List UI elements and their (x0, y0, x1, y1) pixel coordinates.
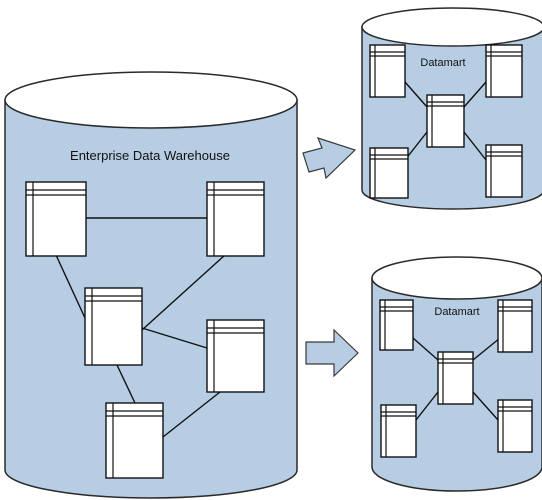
relation-line (463, 81, 487, 108)
warehouse-relationships (55, 217, 226, 438)
table-icon (485, 144, 523, 198)
warehouse-cylinder-top (4, 71, 298, 129)
table-icon (25, 181, 87, 257)
relation-line (55, 254, 86, 319)
datamart-relationships (412, 337, 501, 421)
relation-line (463, 131, 487, 161)
relation-line (472, 391, 499, 421)
relation-line (141, 254, 226, 331)
relation-line (116, 364, 136, 404)
relation-line (472, 337, 501, 361)
table-icon (485, 44, 523, 98)
table-icon (105, 402, 164, 479)
table-icon (369, 44, 406, 98)
table-icon (497, 299, 533, 353)
warehouse-cylinder: Enterprise Data Warehouse (4, 71, 298, 499)
relation-line (412, 337, 439, 361)
arrow-right-icon (305, 328, 359, 378)
table-icon (379, 299, 414, 351)
table-icon (426, 94, 465, 148)
table-icon (380, 404, 417, 458)
datamart-label: Datamart (420, 57, 465, 69)
datamart-cylinder: Datamart (371, 256, 542, 492)
datamart-cylinder-top (371, 256, 542, 300)
relation-line (162, 391, 221, 438)
relation-line (404, 81, 428, 108)
table-icon (206, 181, 265, 257)
table-icon (369, 147, 409, 199)
relation-line (415, 391, 439, 421)
relation-line (141, 327, 208, 349)
table-icon (206, 319, 265, 393)
table-icon (497, 399, 533, 453)
datamart-label: Datamart (434, 306, 479, 318)
warehouse-label: Enterprise Data Warehouse (70, 148, 230, 163)
datamart-cylinder-top (361, 7, 542, 47)
arrow-right-icon (302, 137, 357, 180)
datamart-cylinder: Datamart (361, 7, 542, 210)
table-icon (84, 287, 143, 366)
table-icon (437, 351, 474, 405)
